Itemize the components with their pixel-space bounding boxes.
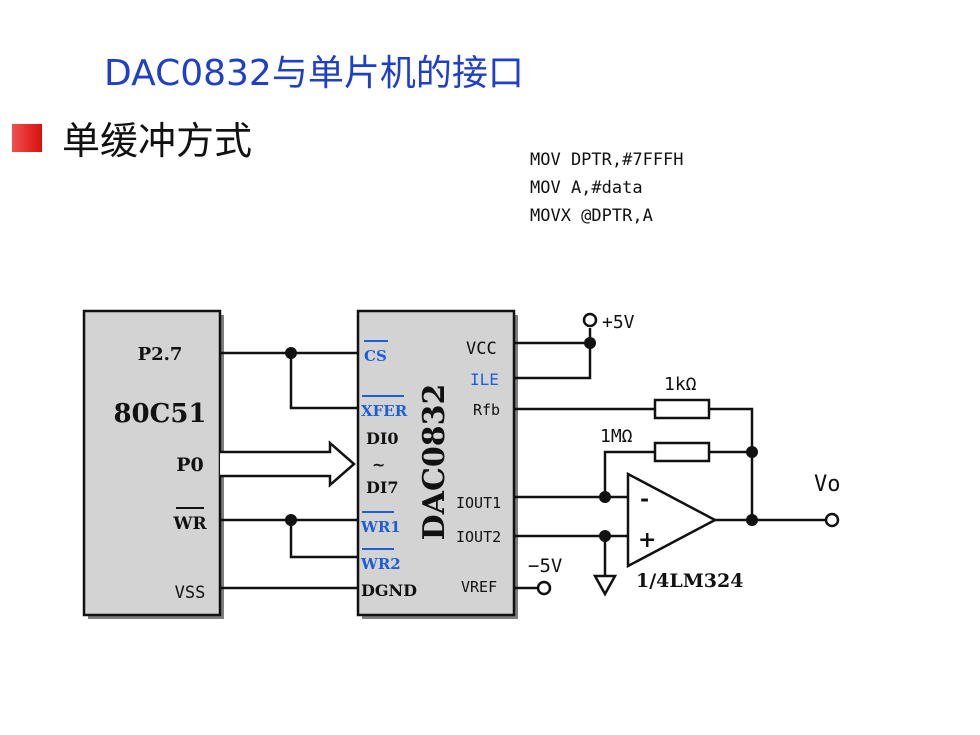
dac-pin-vcc: VCC: [466, 339, 497, 359]
code-block: MOV DPTR,#7FFFH MOV A,#data MOVX @DPTR,A: [530, 146, 684, 230]
mcu-pin-vss: VSS: [175, 583, 206, 603]
dac-pin-xfer: XFER: [361, 402, 408, 420]
dac-name: DAC0832: [417, 384, 452, 541]
dac-pin-rfb: Rfb: [473, 401, 500, 419]
dac-pin-di7: DI7: [366, 478, 399, 497]
resistor-1k-label: 1kΩ: [664, 374, 697, 395]
output-terminal-icon: [824, 512, 840, 528]
dac-pin-iout1: IOUT1: [456, 494, 501, 512]
resistor-1k-icon: [653, 398, 711, 420]
supply-neg-terminal-icon: [536, 580, 552, 596]
dac-pin-iout2: IOUT2: [456, 528, 501, 546]
dac-pin-di0: DI0: [366, 429, 399, 448]
bullet-text: 单缓冲方式: [62, 119, 253, 163]
mcu-pin-p27: P2.7: [138, 344, 183, 365]
dac-pin-vref: VREF: [461, 578, 497, 596]
opamp-plus: +: [638, 527, 656, 553]
dac-pin-ile: ILE: [470, 370, 499, 389]
code-line: MOV DPTR,#7FFFH: [530, 150, 684, 170]
output-label: Vo: [814, 472, 841, 497]
code-line: MOVX @DPTR,A: [530, 206, 653, 226]
data-bus-arrow-icon: [220, 440, 356, 488]
opamp-name: 1/4LM324: [636, 570, 743, 592]
mcu-name: 80C51: [113, 399, 206, 429]
mcu-pin-p0: P0: [176, 454, 204, 476]
opamp-minus: -: [640, 486, 649, 512]
code-line: MOV A,#data: [530, 178, 643, 198]
dac-pin-dgnd: DGND: [361, 581, 417, 600]
supply-neg-label: −5V: [528, 555, 562, 577]
opamp-triangle-icon: [626, 471, 718, 569]
dac-pin-tilde: ~: [372, 455, 385, 474]
resistor-1m-label: 1MΩ: [600, 426, 633, 447]
bullet-square-icon: [12, 124, 42, 152]
dac-pin-cs: CS: [364, 347, 387, 365]
resistor-1m-icon: [653, 441, 711, 463]
mcu-block: [82, 309, 224, 619]
junction-dots: [285, 337, 758, 542]
slide-title: DAC0832与单片机的接口: [104, 53, 524, 94]
ground-icon: [592, 574, 618, 597]
mcu-pin-wr: WR: [172, 514, 207, 534]
dac-block: [356, 309, 518, 619]
supply-pos-label: +5V: [602, 312, 635, 333]
dac-pin-wr1: WR1: [360, 518, 401, 536]
supply-pos-terminal-icon: [582, 312, 598, 328]
dac-pin-wr2: WR2: [360, 555, 401, 573]
